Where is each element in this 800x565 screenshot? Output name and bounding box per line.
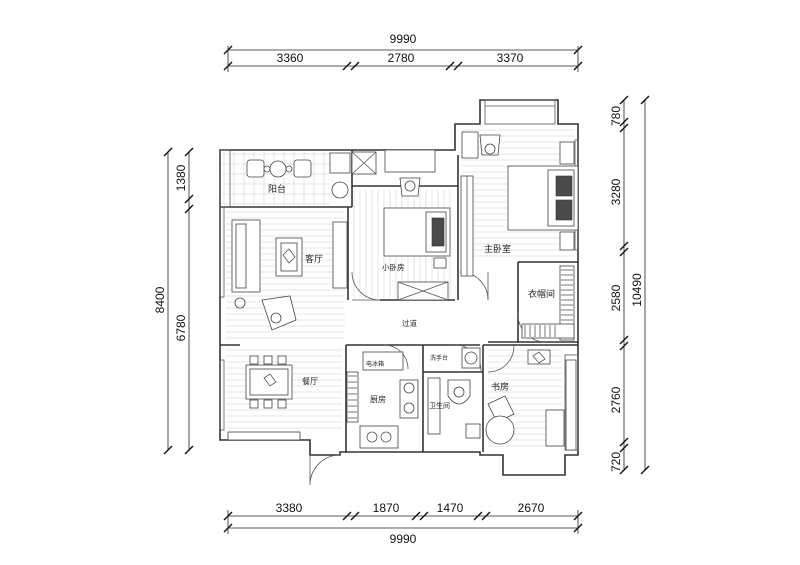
- dim-right-inner: 720: [609, 452, 623, 472]
- dim-bottom-total: 9990: [390, 532, 417, 546]
- dim-tick: [419, 511, 429, 521]
- dim-tick: [453, 61, 463, 71]
- dim-top-total: 9990: [390, 32, 417, 46]
- dim-tick: [619, 341, 629, 351]
- dim-tick: [640, 465, 650, 475]
- dim-top-segment: 3370: [497, 51, 524, 65]
- dim-left-inner: 1380: [174, 164, 188, 191]
- room-label-kitchen: 厨房: [370, 394, 386, 404]
- small-bedroom-furniture: [383, 149, 451, 301]
- dim-tick: [411, 511, 421, 521]
- dim-tick: [619, 443, 629, 453]
- walk-in-closet-furniture: [521, 265, 575, 341]
- dim-tick: [163, 147, 173, 157]
- dim-tick: [184, 445, 194, 455]
- dim-tick: [619, 465, 629, 475]
- room-label-corridor: 过道: [402, 318, 417, 328]
- dim-bottom-segment: 1470: [437, 501, 464, 515]
- dim-top-segment: 3360: [277, 51, 304, 65]
- dim-tick: [342, 511, 352, 521]
- room-label-small-bedroom: 小卧房: [382, 262, 405, 272]
- room-label-balcony: 阳台: [268, 183, 286, 195]
- dining-room-furniture: [227, 355, 301, 441]
- room-label-fridge: 电冰箱: [366, 360, 384, 368]
- dim-tick: [619, 247, 629, 257]
- dim-tick: [342, 61, 352, 71]
- dim-tick: [184, 204, 194, 214]
- dim-bottom-segment: 1870: [373, 501, 400, 515]
- room-label-dining-room: 餐厅: [302, 377, 318, 386]
- dim-tick: [163, 445, 173, 455]
- dim-tick: [619, 241, 629, 251]
- room-label-washbasin: 洗手台: [430, 354, 448, 362]
- study-furniture: [485, 349, 577, 451]
- dim-right-inner: 2760: [609, 386, 623, 413]
- room-label-study: 书房: [491, 381, 509, 393]
- dim-right-total: 10490: [630, 273, 644, 307]
- dim-bottom-segment: 3380: [276, 501, 303, 515]
- dim-tick: [445, 61, 455, 71]
- dim-left-total: 8400: [153, 286, 167, 313]
- dim-tick: [619, 123, 629, 133]
- dim-top-segment: 2780: [388, 51, 415, 65]
- dim-tick: [619, 117, 629, 127]
- room-label-walk-in-closet: 衣帽间: [528, 288, 555, 300]
- dim-tick: [640, 95, 650, 105]
- dim-tick: [184, 194, 194, 204]
- dim-tick: [619, 335, 629, 345]
- room-labels: 阳台 客厅 小卧房 主卧室 衣帽间 过道 餐厅 厨房 卫生间 书房 电冰箱 洗手…: [268, 183, 555, 410]
- dim-tick: [350, 61, 360, 71]
- kitchen-furniture: [346, 351, 419, 449]
- dim-tick: [619, 95, 629, 105]
- dim-tick: [619, 437, 629, 447]
- bathroom-furniture: [427, 347, 481, 439]
- dim-right-inner: 3280: [609, 178, 623, 205]
- room-label-living-room: 客厅: [305, 253, 323, 265]
- dim-right-inner: 780: [609, 106, 623, 126]
- balcony-furniture: [222, 151, 377, 205]
- dim-tick: [481, 511, 491, 521]
- dim-right-inner: 2580: [609, 284, 623, 311]
- dim-tick: [350, 511, 360, 521]
- living-room-furniture: [231, 219, 348, 331]
- dim-tick: [473, 511, 483, 521]
- dim-tick: [184, 147, 194, 157]
- dimension-labels: 9990 3360 2780 3370 3380 1870 1470 2670 …: [153, 32, 644, 546]
- dim-left-inner: 6780: [174, 314, 188, 341]
- room-label-master-bedroom: 主卧室: [484, 243, 511, 255]
- dimension-lines: [163, 45, 650, 534]
- master-bedroom-furniture: [460, 131, 579, 277]
- room-label-bathroom: 卫生间: [429, 401, 450, 410]
- dim-bottom-segment: 2670: [518, 501, 545, 515]
